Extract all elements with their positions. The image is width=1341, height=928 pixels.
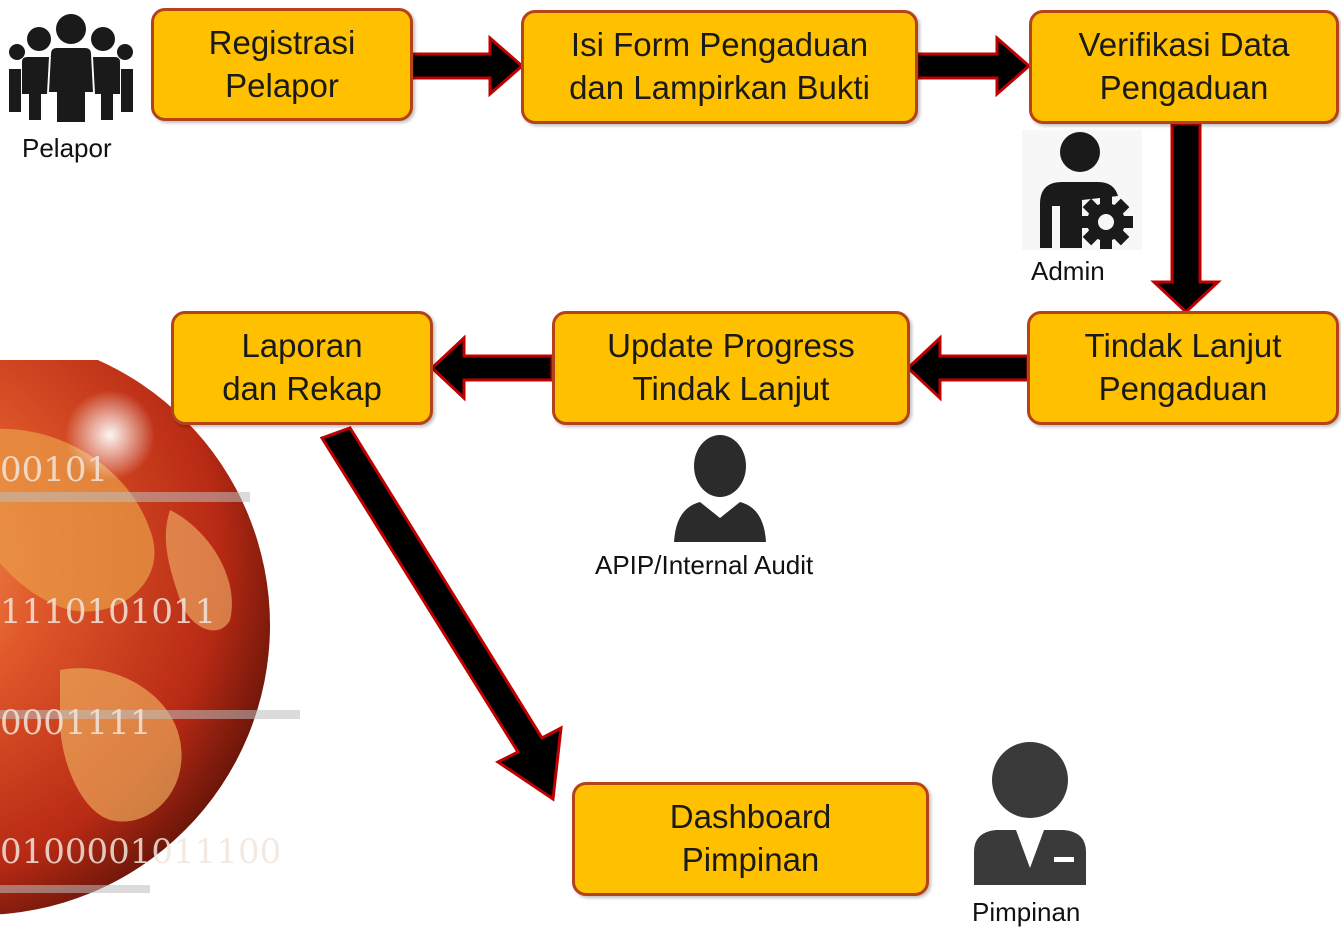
globe-image: [0, 360, 300, 915]
role-label-apip: APIP/Internal Audit: [595, 550, 814, 580]
auditor-user-icon: [674, 435, 766, 542]
step-laporan-rekap: Laporan dan Rekap: [171, 311, 433, 425]
arrow-update-to-laporan: [429, 334, 554, 402]
globe-digits-4: 0100001011100: [0, 832, 282, 872]
step-dashboard-line2: Pimpinan: [681, 841, 820, 878]
arrow-tindak-lanjut-to-update: [905, 334, 1030, 402]
globe-digits-3: 0001111: [0, 703, 152, 743]
globe-digits-1: 00101: [0, 450, 109, 490]
step-laporan-line1: Laporan: [241, 327, 363, 365]
step-isi-form-pengaduan: Isi Form Pengaduan dan Lampirkan Bukti: [521, 10, 918, 124]
admin-user-gear-icon: [1022, 130, 1142, 250]
role-label-pelapor: Pelapor: [22, 133, 112, 163]
step-tindak-lanjut-line1: Tindak Lanjut: [1084, 327, 1282, 365]
arrow-isi-form-to-verifikasi: [915, 34, 1032, 98]
executive-user-icon: [974, 742, 1086, 885]
step-update-progress-line2: Tindak Lanjut: [632, 370, 830, 407]
step-isi-form-line2: dan Lampirkan Bukti: [569, 69, 870, 106]
arrow-laporan-to-dashboard: [319, 426, 563, 802]
step-update-progress-line1: Update Progress: [607, 327, 855, 365]
step-verifikasi-line2: Pengaduan: [1099, 69, 1269, 106]
step-laporan-line2: dan Rekap: [222, 370, 382, 407]
step-dashboard-line1: Dashboard: [669, 798, 832, 836]
step-tindak-lanjut-line2: Pengaduan: [1098, 370, 1268, 407]
globe-digits-2: 1110101011: [0, 592, 217, 632]
role-label-pimpinan: Pimpinan: [972, 897, 1081, 927]
role-label-admin: Admin: [1031, 256, 1105, 286]
step-registrasi-line2: Pelapor: [225, 66, 339, 104]
group-people-icon: [9, 14, 133, 122]
arrow-registrasi-to-isi-form: [410, 34, 525, 98]
step-isi-form-line1: Isi Form Pengaduan: [570, 26, 869, 64]
step-registrasi-line1: Registrasi: [208, 23, 356, 61]
step-verifikasi-line1: Verifikasi Data: [1078, 26, 1290, 64]
arrow-verifikasi-to-tindak-lanjut: [1150, 122, 1222, 315]
